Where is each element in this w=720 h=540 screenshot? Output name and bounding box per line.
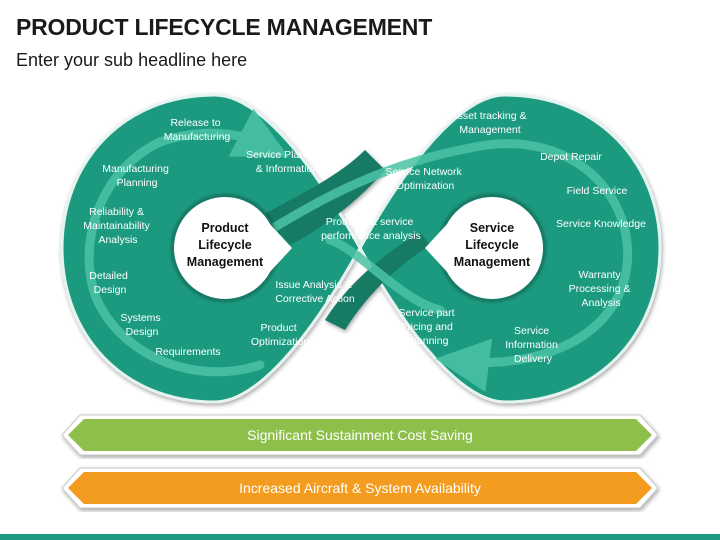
label-systems-design: Systems Design (120, 312, 163, 338)
label-service-part: Service part Pricing and Planning (399, 307, 458, 347)
label-product-optimization: Product Optimization (251, 322, 310, 348)
label-release: Release to Manufacturing (164, 117, 231, 143)
label-reliability: Reliability & Maintainability Analysis (83, 206, 152, 246)
middle-arrow (265, 143, 475, 235)
label-issue-analysis: Issue Analysis & Corrective Action (275, 279, 355, 305)
label-products-service: Products & service performance analysis (321, 216, 421, 242)
label-depot-repair: Depot Repair (540, 151, 602, 163)
page-subtitle: Enter your sub headline here (16, 50, 248, 70)
product-lifecycle-line3: Management (187, 255, 264, 269)
banner-orange-text: Increased Aircraft & System Availability (239, 480, 481, 496)
right-arrow (435, 139, 633, 393)
product-lifecycle-line2: Lifecycle (198, 238, 252, 252)
flow-arrows (84, 108, 633, 393)
service-lifecycle-line2: Lifecycle (465, 238, 519, 252)
label-requirements: Requirements (155, 346, 220, 358)
bottom-accent-bar (0, 534, 720, 540)
banner-green: Significant Sustainment Cost Saving (61, 414, 659, 456)
label-service-network: Service Network Optimization (385, 166, 464, 192)
label-service-info: Service Information Delivery (505, 325, 560, 365)
label-service-planning: Service Planning & Information (246, 149, 328, 175)
service-lifecycle-line3: Management (454, 255, 531, 269)
label-service-knowledge: Service Knowledge (556, 218, 646, 230)
center-arrow (325, 235, 445, 315)
left-arrow (84, 108, 289, 377)
middle-labels: Products & service performance analysis … (275, 216, 421, 305)
label-detailed-design: Detailed Design (89, 270, 130, 296)
page-title: PRODUCT LIFECYCLE MANAGEMENT (16, 14, 433, 40)
product-lifecycle-circle: Product Lifecycle Management (172, 195, 292, 301)
label-asset-tracking: Asset tracking & Management (451, 110, 530, 136)
left-loop-labels: Release to Manufacturing Service Plannin… (83, 117, 328, 358)
banner-green-text: Significant Sustainment Cost Saving (247, 427, 473, 443)
service-lifecycle-circle: Service Lifecycle Management (425, 195, 545, 301)
crossing-strip-2 (325, 232, 430, 330)
banner-orange: Increased Aircraft & System Availability (61, 467, 659, 509)
product-lifecycle-line1: Product (201, 221, 249, 235)
label-warranty: Warranty Processing & Analysis (569, 269, 634, 309)
label-field-service: Field Service (567, 185, 628, 197)
service-lifecycle-line1: Service (470, 221, 515, 235)
right-loop-labels: Asset tracking & Management Service Netw… (385, 110, 646, 365)
label-manufacturing-planning: Manufacturing Planning (102, 163, 171, 189)
